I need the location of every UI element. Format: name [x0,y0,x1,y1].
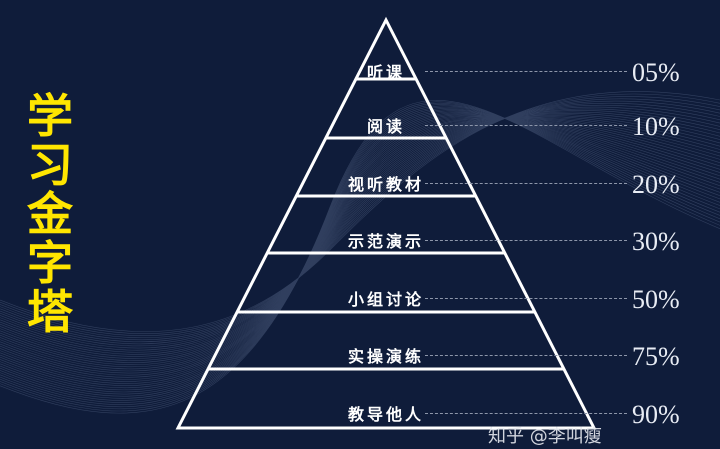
dashed-leader [425,355,627,356]
wave-line [0,102,720,410]
retention-percent: 20% [632,170,680,199]
dashed-leader [425,298,627,299]
dashed-leader [425,183,627,184]
dashed-leader [425,413,627,414]
level-label: 小组讨论 [347,290,425,309]
wave-line [0,117,720,380]
wave-line [0,111,720,353]
retention-percent: 50% [632,285,680,314]
wave-line [0,106,720,403]
wave-line [0,110,720,351]
retention-percent: 10% [632,112,680,141]
wave-line [0,117,720,368]
wave-line [0,101,720,412]
level-label: 实操演练 [347,347,425,366]
retention-percent: 30% [632,227,680,256]
wave-line [0,114,720,357]
level-label: 听课 [366,63,406,82]
title-char: 学 [27,89,73,143]
title-char: 金 [27,187,73,241]
wave-line [0,100,720,414]
level-label: 教导他人 [347,405,425,424]
wave-line [0,110,720,397]
wave-line [0,108,720,401]
wave-line [0,115,720,359]
wave-line [0,116,720,363]
wave-line [0,117,720,378]
wave-line [0,118,720,372]
wave-line [0,106,720,347]
retention-percent: 90% [632,400,680,429]
wave-line [0,91,720,332]
page-title: 学 习 金 字 塔 [22,92,78,337]
retention-percent: 75% [632,342,680,371]
wave-line [0,108,720,349]
wave-line [0,96,720,337]
wave-line [0,118,720,374]
wave-line [0,109,720,399]
dashed-leader [425,240,627,241]
wave-line [0,117,720,366]
wave-line [0,105,720,405]
wave-line [0,98,720,339]
wave-line [0,116,720,382]
wave-line [0,100,720,341]
wave-line [0,113,720,391]
wave-line [0,116,720,361]
level-label: 阅读 [366,117,406,136]
watermark: 知乎 @李叫瘦 [488,426,602,447]
wave-line [0,115,720,384]
wave-line [0,104,720,407]
wave-line [0,102,720,343]
retention-percent: 05% [632,58,680,87]
dashed-leader [425,71,627,72]
wave-line [0,115,720,386]
title-char: 字 [27,236,73,290]
title-char: 塔 [27,285,73,339]
wave-line [0,114,720,389]
wave-line [0,117,720,370]
wave-line [0,112,720,393]
title-char: 习 [27,138,73,192]
wave-line [0,93,720,334]
wave-line [0,113,720,355]
level-label: 视听教材 [347,175,425,194]
dashed-leader [425,125,627,126]
level-label: 示范演示 [347,232,425,251]
wave-line [0,104,720,345]
pyramid-outline [175,16,597,430]
wave-line [0,111,720,395]
